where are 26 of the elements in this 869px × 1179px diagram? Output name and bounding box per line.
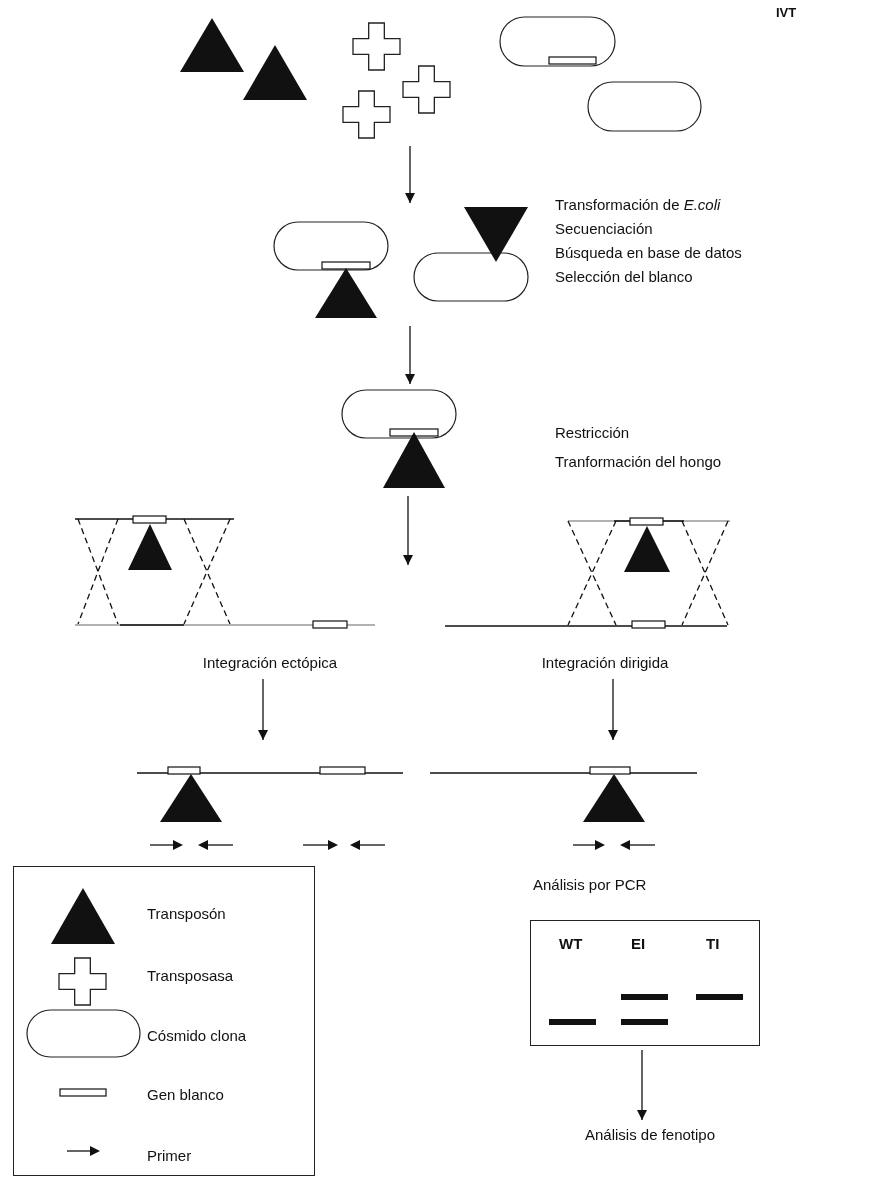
step-description: Secuenciación (555, 220, 653, 238)
arrow (403, 495, 413, 566)
step-description: Tranformación del hongo (555, 453, 722, 471)
step-label: Análisis por PCR (533, 876, 647, 894)
step-label: Análisis de fenotipo (530, 1122, 770, 1148)
arrow (608, 678, 618, 741)
arrow (258, 678, 268, 741)
lane-label: EI (631, 935, 646, 952)
arrow (637, 1049, 647, 1121)
lane-label: WT (559, 935, 583, 952)
step-description: Transformación de E.coli (555, 196, 721, 214)
arrow (405, 325, 415, 385)
step-description: Búsqueda en base de datos (555, 244, 742, 262)
step-description: Restricción (555, 424, 630, 442)
legend-label: Gen blanco (147, 1086, 224, 1104)
step-label: Integración ectópica (150, 651, 390, 675)
method-label: IVT (776, 4, 797, 22)
step-label: Integración dirigida (490, 651, 720, 675)
legend-label: Transposasa (147, 967, 234, 985)
legend-label: Transposón (147, 905, 226, 923)
legend-label: Primer (147, 1147, 192, 1165)
gel-panel (530, 920, 760, 1046)
lane-label: TI (706, 935, 720, 952)
arrow (405, 145, 415, 204)
step-description: Selección del blanco (555, 268, 693, 286)
legend-label: Cósmido clona (147, 1027, 247, 1045)
